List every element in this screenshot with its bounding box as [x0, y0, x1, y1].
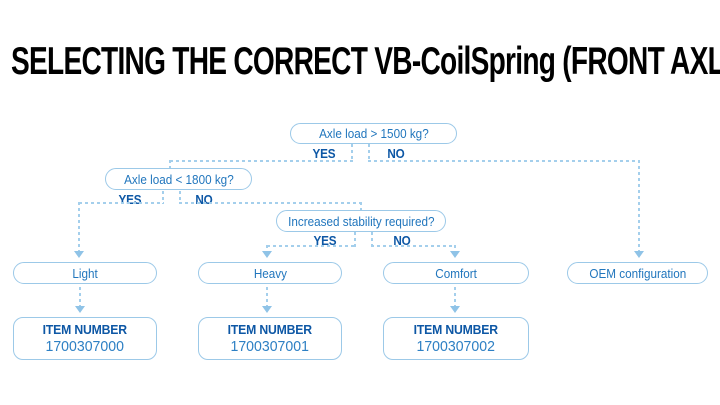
arrow-down-icon: [262, 306, 272, 313]
connector-light-to-item: [79, 287, 81, 306]
outcome-pill-oem-configuration: OEM configuration: [567, 262, 708, 284]
item-number-value: 1700307000: [45, 338, 125, 355]
item-number-box-light: ITEM NUMBER 1700307000: [13, 317, 157, 360]
connector-q2-yes-horizontal: [79, 202, 164, 204]
connector-q3-yes-drop: [266, 245, 268, 251]
connector-q1-no-stub: [368, 144, 370, 162]
arrow-down-icon: [75, 306, 85, 313]
connector-q3-yes-horizontal: [267, 245, 356, 247]
arrow-down-icon: [634, 251, 644, 258]
connector-q2-no-stub: [179, 191, 181, 204]
outcome-pill-heavy: Heavy: [198, 262, 342, 284]
connector-q1-no-horizontal: [368, 160, 640, 162]
question-pill-axle-load-1800: Axle load < 1800 kg?: [105, 168, 252, 190]
item-number-heading: ITEM NUMBER: [227, 322, 313, 337]
connector-q2-yes-drop: [78, 202, 80, 251]
question-pill-axle-load-1500: Axle load > 1500 kg?: [290, 123, 457, 144]
outcome-label: Heavy: [253, 265, 287, 281]
arrow-down-icon: [262, 251, 272, 258]
connector-q2-no-drop: [360, 202, 362, 210]
q2-yes-label: YES: [118, 192, 142, 207]
outcome-label: Light: [72, 265, 98, 281]
connector-q2-no-horizontal: [179, 202, 362, 204]
connector-q3-no-horizontal: [371, 245, 456, 247]
item-number-heading: ITEM NUMBER: [42, 322, 128, 337]
item-number-value: 1700307002: [416, 338, 496, 355]
item-number-value: 1700307001: [230, 338, 310, 355]
arrow-down-icon: [74, 251, 84, 258]
connector-q1-yes-drop: [169, 160, 171, 168]
connector-comfort-to-item: [454, 287, 456, 306]
item-number-heading: ITEM NUMBER: [413, 322, 499, 337]
outcome-pill-light: Light: [13, 262, 157, 284]
connector-q1-yes-stub: [351, 144, 353, 162]
connector-q2-yes-stub: [162, 191, 164, 204]
connector-q1-yes-horizontal: [170, 160, 353, 162]
connector-q3-no-drop: [454, 245, 456, 251]
q3-yes-label: YES: [313, 233, 337, 248]
connector-q3-no-stub: [371, 232, 373, 247]
outcome-label: OEM configuration: [589, 265, 686, 281]
connector-heavy-to-item: [266, 287, 268, 306]
item-number-box-heavy: ITEM NUMBER 1700307001: [198, 317, 342, 360]
question-label: Axle load > 1500 kg?: [318, 126, 429, 141]
connector-q1-no-drop: [638, 160, 640, 251]
page-title: SELECTING THE CORRECT VB-CoilSpring (FRO…: [11, 40, 720, 83]
question-label: Axle load < 1800 kg?: [123, 171, 234, 187]
outcome-label: Comfort: [435, 265, 477, 281]
item-number-box-comfort: ITEM NUMBER 1700307002: [383, 317, 529, 360]
arrow-down-icon: [450, 251, 460, 258]
arrow-down-icon: [450, 306, 460, 313]
q3-no-label: NO: [393, 233, 411, 248]
question-label: Increased stability required?: [287, 213, 435, 229]
connector-q3-yes-stub: [354, 232, 356, 247]
q1-yes-label: YES: [312, 146, 336, 161]
outcome-pill-comfort: Comfort: [383, 262, 529, 284]
q2-no-label: NO: [195, 192, 213, 207]
q1-no-label: NO: [387, 146, 405, 161]
question-pill-increased-stability: Increased stability required?: [276, 210, 446, 232]
